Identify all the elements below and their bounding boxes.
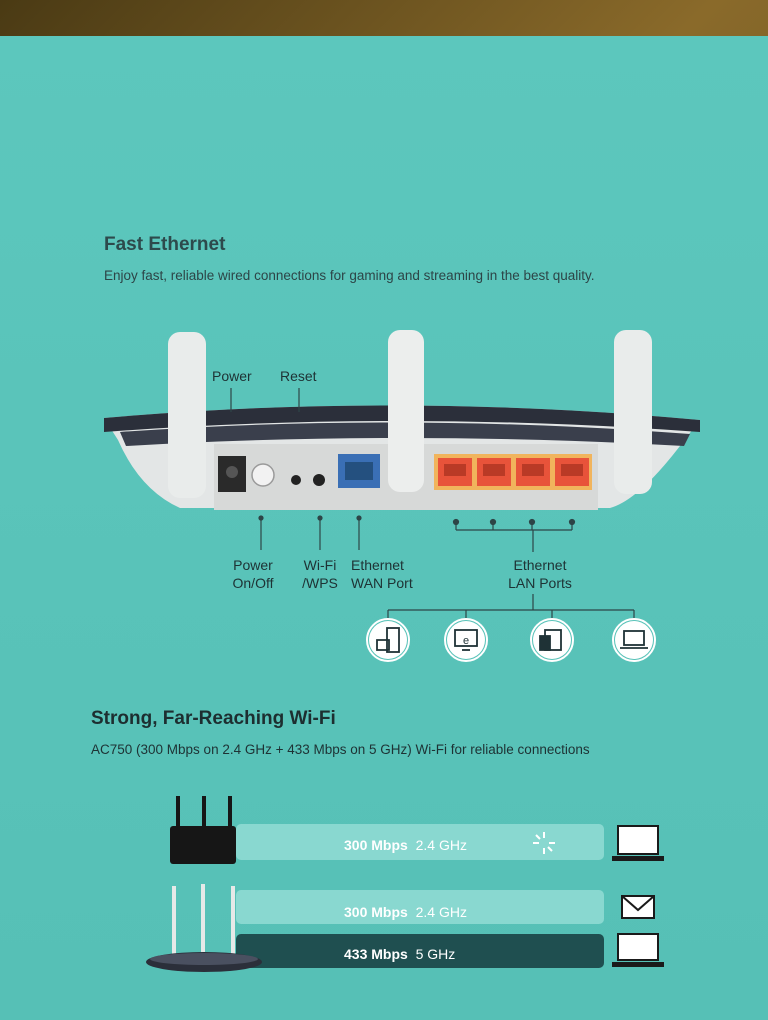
wps-button (313, 474, 325, 486)
speed-label-1: 300 Mbps 2.4 GHz (344, 837, 467, 853)
generic-router-icon (170, 826, 236, 864)
loading-spinner-icon (533, 832, 555, 854)
speed-bar-3 (236, 934, 604, 968)
antenna-right (614, 330, 652, 494)
label-power: Power (212, 368, 252, 384)
section-subtitle-fast-ethernet: Enjoy fast, reliable wired connections f… (104, 268, 595, 283)
reset-hole (291, 475, 301, 485)
gaming-console-icon (366, 618, 410, 662)
antenna-left (168, 332, 206, 498)
envelope-icon (621, 895, 655, 919)
label-wifi-wps: Wi-Fi/WPS (302, 557, 338, 591)
desktop-icon (530, 618, 574, 662)
antenna-middle (388, 330, 424, 492)
speed-bar-2 (236, 890, 604, 924)
laptop-icon-1 (612, 825, 664, 861)
power-button (251, 463, 275, 487)
laptop-icon-2 (612, 933, 664, 967)
speed-label-2: 300 Mbps 2.4 GHz (344, 904, 467, 920)
section-title-fast-ethernet: Fast Ethernet (104, 234, 226, 255)
laptop-icon (612, 618, 656, 662)
label-reset: Reset (280, 368, 317, 384)
section-subtitle-wifi: AC750 (300 Mbps on 2.4 GHz + 433 Mbps on… (91, 742, 590, 757)
speed-label-3: 433 Mbps 5 GHz (344, 946, 456, 962)
archer-router-icon (146, 884, 262, 972)
section-title-wifi: Strong, Far-Reaching Wi-Fi (91, 708, 336, 729)
svg-text:e: e (463, 635, 469, 647)
speed-bar-1 (236, 824, 604, 860)
tv-icon (444, 618, 488, 662)
